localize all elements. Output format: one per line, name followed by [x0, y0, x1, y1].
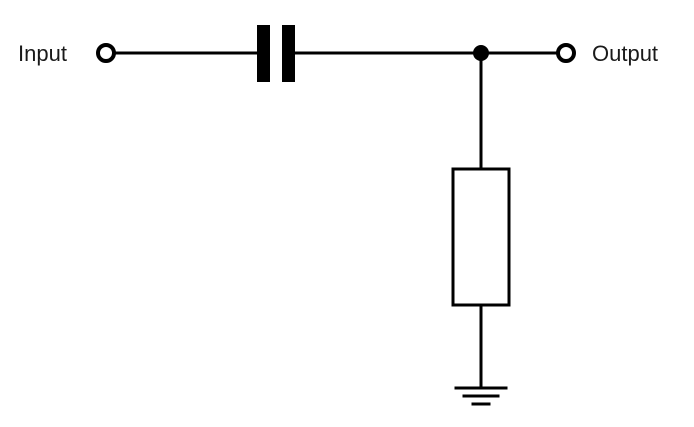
- resistor-icon: [451, 167, 511, 307]
- output-terminal-icon: [556, 43, 576, 63]
- ground-icon: [454, 386, 508, 406]
- capacitor-icon: [257, 25, 295, 82]
- input-label: Input: [18, 41, 67, 66]
- output-label: Output: [592, 41, 658, 66]
- capacitor-plate-left: [257, 25, 270, 82]
- input-terminal-icon: [96, 43, 116, 63]
- capacitor-plate-right: [282, 25, 295, 82]
